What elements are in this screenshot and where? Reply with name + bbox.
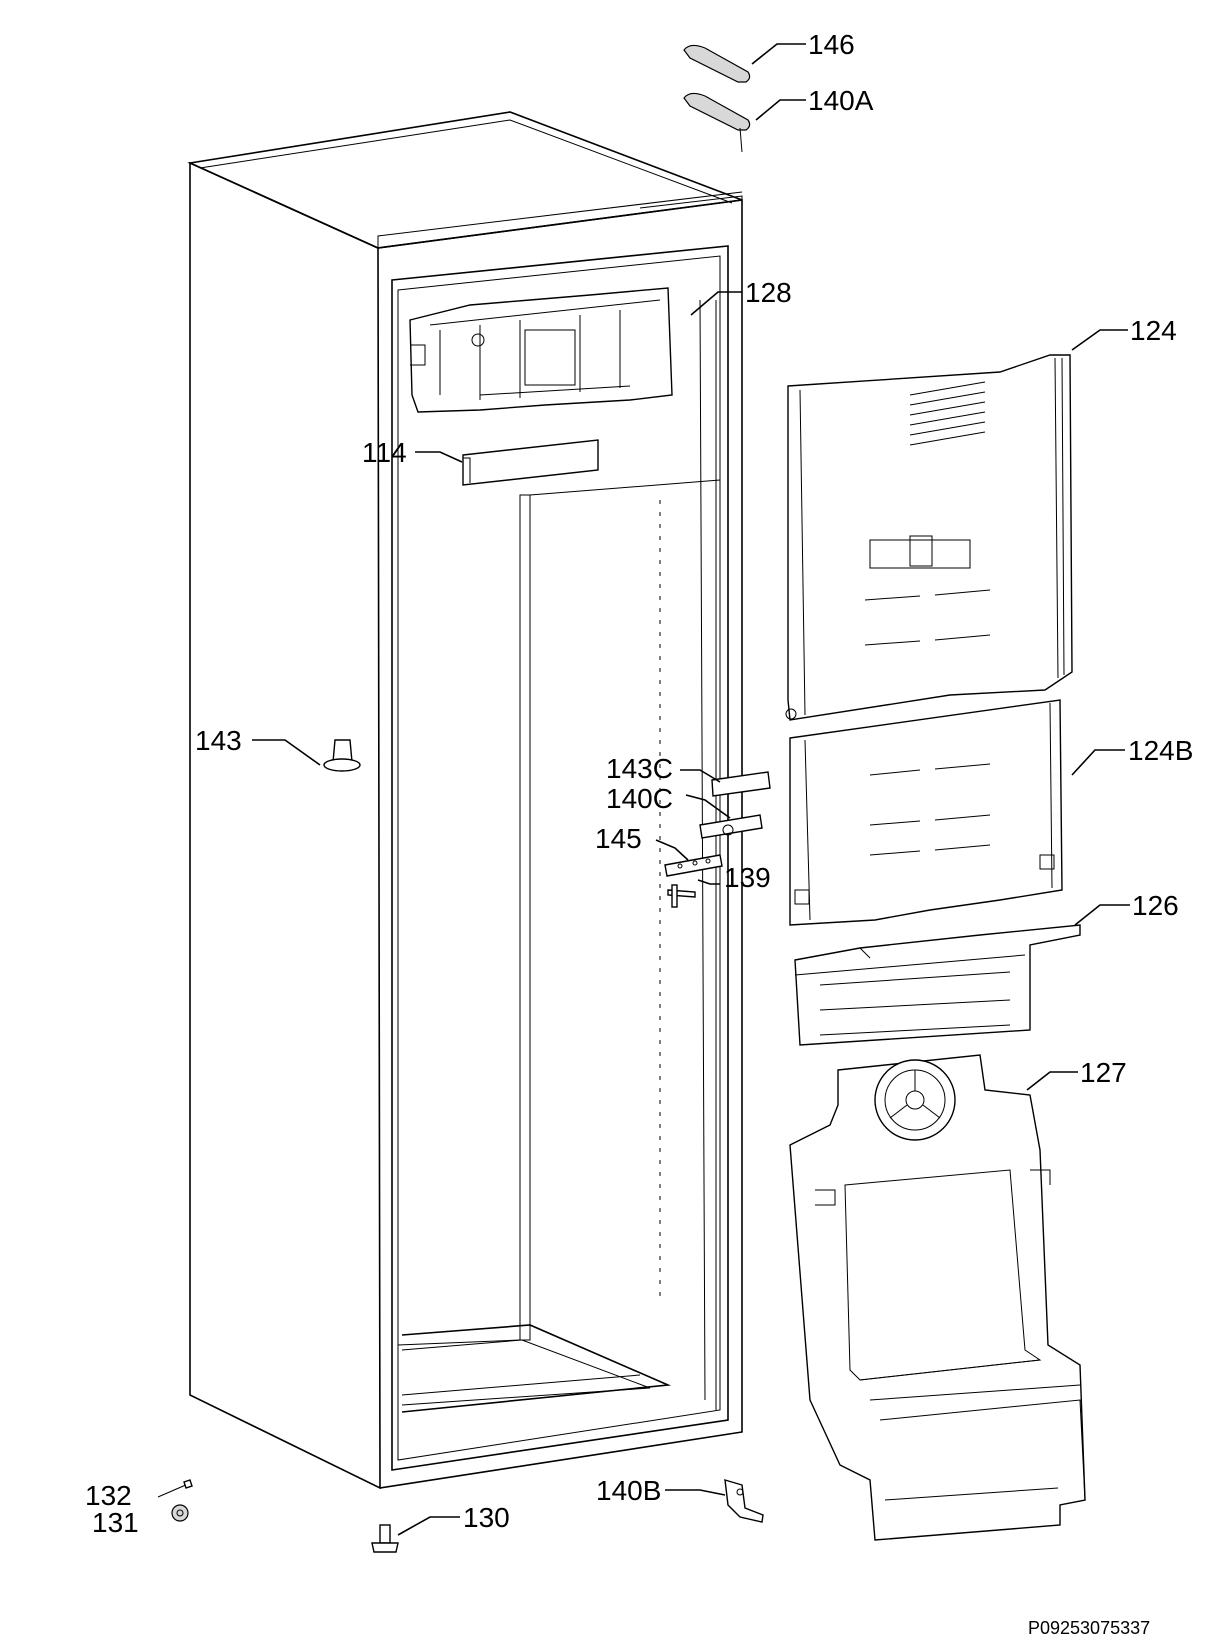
label-143: 143: [195, 725, 242, 756]
leader-lines: [252, 43, 1130, 1536]
part-143C: [711, 771, 771, 797]
cabinet: [187, 111, 743, 1490]
label-114: 114: [362, 437, 407, 468]
label-131: 131: [92, 1507, 139, 1538]
part-140B-hinge: [724, 1479, 764, 1523]
part-labels: 146 140A 128 124 114 143 124B 143C 140C …: [85, 29, 1193, 1538]
part-114-strip: [462, 439, 599, 486]
drawing-code: P09253075337: [1028, 1618, 1150, 1638]
part-131-nut: [171, 1504, 189, 1522]
label-146: 146: [808, 29, 855, 60]
label-126: 126: [1132, 890, 1179, 921]
label-124: 124: [1130, 315, 1177, 346]
part-145: [664, 854, 723, 877]
label-128: 128: [745, 277, 792, 308]
label-145: 145: [595, 823, 642, 854]
label-130: 130: [463, 1502, 510, 1533]
label-127: 127: [1080, 1057, 1127, 1088]
label-140C: 140C: [606, 783, 673, 814]
part-139-screw: [667, 884, 696, 908]
part-130-foot: [371, 1524, 399, 1553]
label-143C: 143C: [606, 753, 673, 784]
label-140A: 140A: [808, 85, 874, 116]
label-124B: 124B: [1128, 735, 1193, 766]
part-146: [683, 44, 751, 83]
part-140A: [683, 92, 751, 153]
part-128-control-housing: [409, 287, 673, 413]
part-124B-cover: [789, 699, 1063, 926]
part-127-panel: [789, 1054, 1086, 1541]
part-143-fixing: [323, 739, 361, 772]
label-132: 132: [85, 1480, 132, 1511]
part-132-bolt: [157, 1479, 193, 1498]
part-124-cover: [785, 354, 1073, 721]
part-126-tray: [794, 924, 1081, 1046]
label-140B: 140B: [596, 1475, 661, 1506]
label-139: 139: [724, 862, 771, 893]
part-140C-hinge: [699, 814, 763, 848]
